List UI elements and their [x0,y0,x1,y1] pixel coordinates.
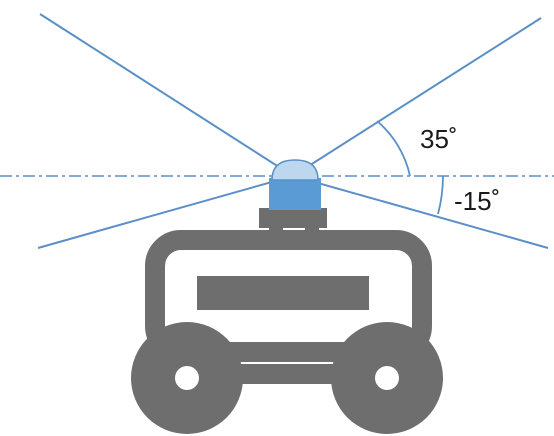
robot-axle [225,364,340,384]
robot-panel-bar [197,276,369,310]
upper-angle-label: 35˚ [420,124,458,154]
right-wheel-hub [375,366,399,390]
robot-vehicle-icon [131,208,443,434]
field-of-view-lines [37,13,549,249]
lower-left-fov-line [37,175,294,249]
upper-angle-arc [376,120,411,177]
upper-right-fov-line [292,17,542,177]
upper-left-fov-line [39,13,294,177]
lidar-sensor-icon [269,159,321,210]
lower-angle-label: -15˚ [454,186,500,216]
sensor-body [269,178,321,210]
lower-angle-arc [437,175,444,215]
sensor-dome [271,159,319,181]
lower-right-fov-line [292,175,549,249]
robot-body-frame [145,230,432,362]
left-wheel-hub [175,366,199,390]
